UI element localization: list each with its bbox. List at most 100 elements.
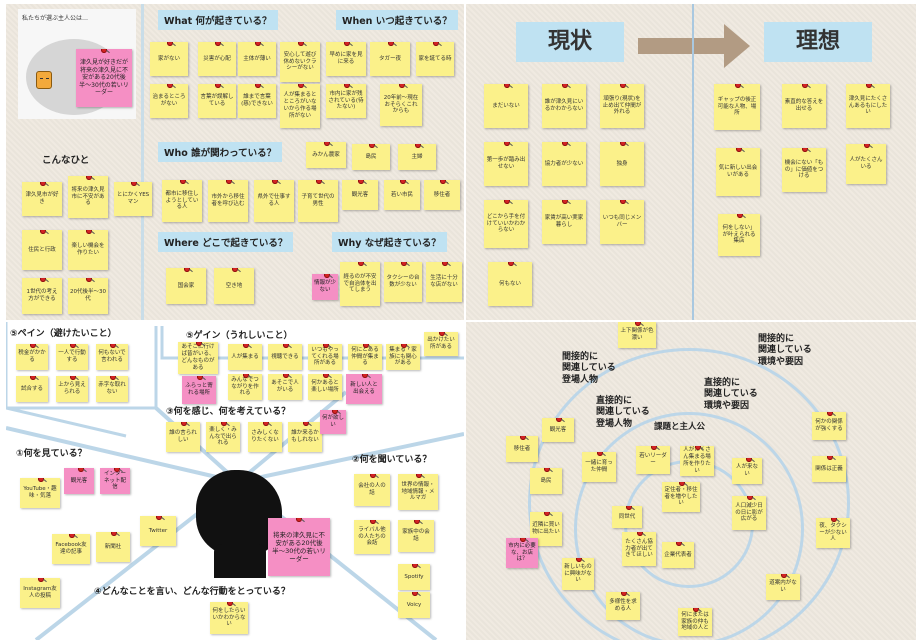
pushpin-icon	[167, 42, 174, 46]
pushpin-icon	[40, 230, 46, 234]
sticky-note: 何が欲しい	[320, 410, 346, 434]
pushpin-icon	[370, 520, 377, 524]
panel-empathy-map: ⑤ペイン（避けたいこと） ⑤ゲイン（うれしいこと） ③何を感じ、何を考えている？…	[6, 322, 464, 640]
pushpin-icon	[415, 144, 422, 148]
sticky-note: 集まる・家族にも関心がある	[386, 344, 420, 370]
pushpin-icon	[747, 496, 754, 500]
sticky-note: 子育て世代の男性	[298, 180, 338, 222]
pushpin-icon	[227, 602, 234, 606]
sticky-note: 出かけたい所がある	[424, 332, 458, 356]
pushpin-icon	[38, 578, 44, 582]
pushpin-icon	[619, 200, 626, 204]
pushpin-icon	[695, 446, 702, 450]
pushpin-icon	[283, 374, 290, 378]
pushpin-icon	[323, 274, 330, 278]
sticky-note: 誰まで言葉(慈)できない	[238, 84, 276, 118]
sticky-note: 主体が薄い	[238, 42, 276, 76]
header-riso: 理想	[764, 22, 872, 62]
pushpin-icon	[243, 344, 250, 348]
sticky-note: Spotify	[398, 564, 430, 590]
pushpin-icon	[70, 376, 77, 380]
sticky-note: 津久見にたくさんあるもにしたい	[846, 84, 890, 128]
pushpin-icon	[323, 374, 330, 378]
pushpin-icon	[38, 478, 44, 482]
sticky-note: いつも同じメンバー	[600, 200, 644, 244]
sticky-note: Voicy	[398, 592, 430, 618]
pushpin-icon	[503, 142, 510, 146]
pushpin-icon	[324, 142, 330, 146]
sticky-note: 多様性を求める人	[606, 592, 640, 620]
sticky-note: 視聴できる	[268, 344, 302, 370]
sticky-note: さみしくなりたくない	[248, 422, 282, 452]
sticky-note: みかん農家	[306, 142, 346, 168]
sticky-note: 市内に家が残されている(待たない)	[326, 84, 366, 118]
pushpin-icon	[520, 436, 527, 440]
pushpin-icon	[412, 564, 419, 568]
sticky-note: 住民と行政	[22, 230, 62, 270]
sticky-note: 家賃が高い実家暮らし	[542, 200, 586, 244]
pushpin-icon	[226, 180, 232, 184]
pushpin-icon	[561, 200, 568, 204]
sticky-note: Facebook友達の記事	[52, 534, 90, 564]
pushpin-icon	[363, 344, 370, 348]
label-direct-env: 直接的に 関連している 環境や要因	[704, 378, 758, 411]
pushpin-icon	[86, 230, 92, 234]
pushpin-icon	[625, 506, 632, 510]
pushpin-icon	[556, 418, 563, 422]
sticky-note: 移住者	[506, 436, 538, 462]
pushpin-icon	[735, 148, 742, 152]
sticky-note: 家を誕てる時	[416, 42, 454, 76]
head-silhouette-icon	[196, 470, 282, 556]
sticky-note: 何かの関係が強くする	[812, 412, 846, 440]
pushpin-icon	[440, 180, 447, 184]
pushpin-icon	[576, 558, 583, 562]
pushpin-icon	[316, 180, 322, 184]
pushpin-icon	[221, 422, 228, 426]
sticky-note: タガー夜	[370, 42, 410, 76]
header-see: ①何を見ている？	[16, 449, 87, 459]
pushpin-icon	[77, 468, 84, 472]
pushpin-icon	[388, 42, 394, 46]
sticky-note: 世界の情報・地域情報・メルマガ	[398, 474, 438, 510]
sticky-note: 税金がかかる	[16, 344, 48, 370]
panel-stakeholder-map: 間接的に 関連している 登場人物 間接的に 関連している 環境や要因 直接的に …	[466, 322, 916, 640]
pushpin-icon	[232, 268, 238, 272]
sticky-note: 素直的な答えを出せる	[782, 84, 826, 128]
pushpin-icon	[86, 278, 92, 282]
pushpin-icon	[736, 214, 743, 218]
header-hear: ②何を聞いている？	[352, 455, 432, 465]
header-think: ③何を感じ、何を考えている？	[166, 407, 291, 417]
pushpin-icon	[40, 182, 46, 186]
sticky-note: 言葉が誤解している	[198, 84, 236, 118]
pushpin-icon	[215, 84, 222, 88]
sticky-note: 第一歩が踏み出せない	[484, 142, 528, 186]
sticky-note: 早めに家を見に来る	[326, 42, 366, 76]
pushpin-icon	[30, 344, 37, 348]
sticky-note: 会社の人の話	[354, 474, 390, 506]
label-center: 課題と主人公	[654, 422, 706, 432]
pushpin-icon	[520, 538, 527, 542]
sticky-note: 都市に移住しようとしている人	[162, 180, 202, 222]
sticky-note: 島民	[530, 468, 562, 494]
sticky-note: 誰が津久見にいるかわからない	[542, 84, 586, 128]
pushpin-icon	[637, 532, 644, 536]
header-pain: ⑤ペイン（避けたいこと）	[10, 329, 117, 339]
pushpin-icon	[243, 374, 250, 378]
pushpin-icon	[442, 262, 449, 266]
sticky-note: 20代後半〜30代	[68, 278, 108, 314]
sticky-note: 主婦	[398, 144, 436, 170]
divider	[692, 4, 694, 320]
pushpin-icon	[414, 520, 421, 524]
pushpin-icon	[113, 468, 120, 472]
pushpin-icon	[255, 84, 262, 88]
pushpin-icon	[272, 180, 278, 184]
header-what: What 何が起きている？	[158, 10, 278, 30]
sticky-note: 新しいものに興味がない	[562, 558, 594, 590]
pushpin-icon	[679, 482, 686, 486]
sticky-note: あそこで人がいる	[268, 374, 302, 400]
pushpin-icon	[295, 518, 302, 522]
pushpin-icon	[561, 142, 568, 146]
pushpin-icon	[619, 84, 626, 88]
pushpin-icon	[507, 262, 514, 266]
pushpin-icon	[503, 84, 510, 88]
